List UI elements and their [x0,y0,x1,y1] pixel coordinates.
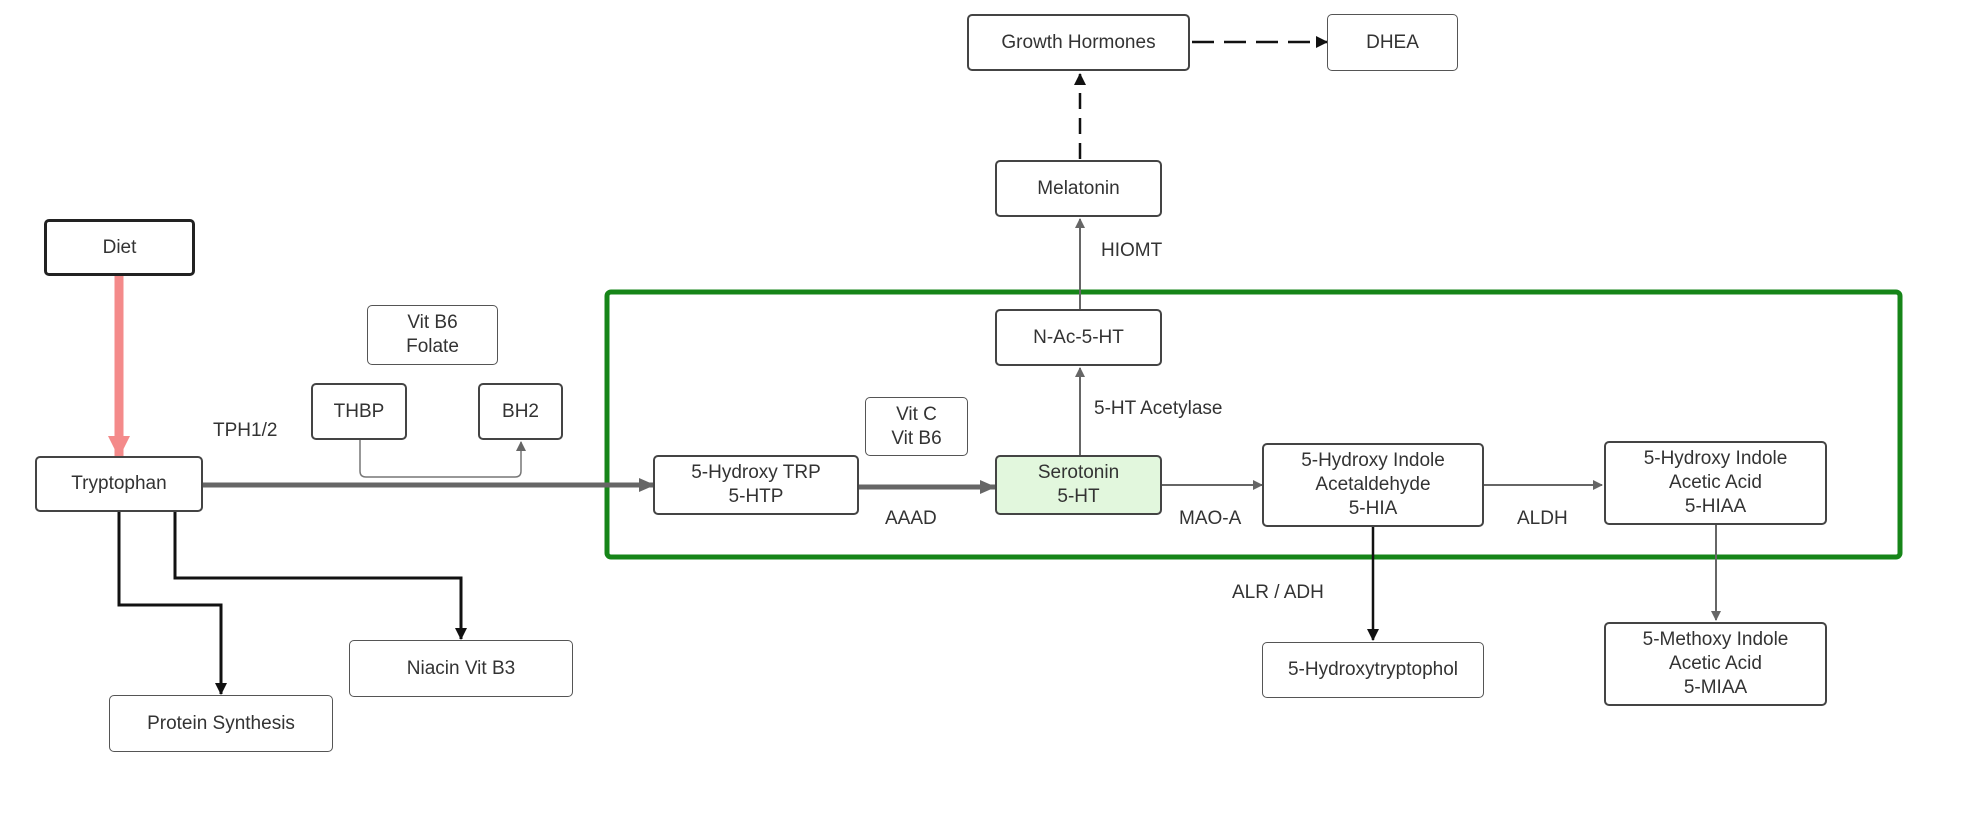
5-hydroxy-indole-label: 5-Hydroxy Indole [1301,450,1445,471]
bh2-label: BH2 [502,400,539,422]
tph-enzyme-label: TPH1/2 [213,420,278,441]
5-hydroxy-indole-label: 5-Hydroxy Indole [1643,448,1788,469]
vit-c-b6-node: Vit C Vit B6 [865,397,968,456]
diet-label: Diet [102,236,137,258]
serotonin-label: Serotonin [1037,462,1120,483]
growth-hormones-label: Growth Hormones [1001,31,1156,53]
dhea-label: DHEA [1366,31,1419,53]
aaad-enzyme-label: AAAD [885,508,937,529]
niacin-label: Niacin Vit B3 [406,657,516,679]
growth-hormones-node: Growth Hormones [967,14,1190,71]
diet-node: Diet [44,219,195,276]
bh2-node: BH2 [478,383,563,440]
vit-b6-label: Vit B6 [891,427,942,449]
5-ht-label: 5-HT [1057,486,1100,507]
tryptophan-label: Tryptophan [71,473,167,494]
acetylase-enzyme-label: 5-HT Acetylase [1094,398,1223,419]
melatonin-node: Melatonin [995,160,1162,217]
5-methoxy-indole-label: 5-Methoxy Indole [1642,629,1789,650]
hiomt-enzyme-label: HIOMT [1101,240,1163,261]
n-ac-5-ht-node: N-Ac-5-HT [995,309,1162,366]
5-hia-label: 5-HIA [1348,498,1398,519]
vit-b6-folate-node: Vit B6 Folate [367,305,498,365]
acetaldehyde-label: Acetaldehyde [1315,474,1431,495]
serotonin-node: Serotonin 5-HT [995,455,1162,515]
5-miaa-node: 5-Methoxy Indole Acetic Acid 5-MIAA [1604,622,1827,706]
5-hia-node: 5-Hydroxy Indole Acetaldehyde 5-HIA [1262,443,1484,527]
folate-label: Folate [406,336,459,357]
vit-c-label: Vit C [896,403,937,425]
thbp-label: THBP [333,400,385,422]
protein-synthesis-node: Protein Synthesis [109,695,333,752]
mao-a-enzyme-label: MAO-A [1179,508,1242,529]
tryptophan-to-niacin-arrow [173,512,467,640]
serotonin-metabolism-group [604,289,1903,560]
thbp-to-bh2-arrow [359,440,526,478]
alr-adh-enzyme-label: ALR / ADH [1232,582,1324,603]
acetic-acid-label: Acetic Acid [1669,653,1762,674]
5-hydroxytryptophol-node: 5-Hydroxytryptophol [1262,642,1484,698]
5-htp-label: 5-HTP [728,486,784,507]
dhea-node: DHEA [1327,14,1458,71]
n-ac-5-ht-label: N-Ac-5-HT [1033,326,1124,348]
5-miaa-label: 5-MIAA [1683,677,1748,698]
aldh-enzyme-label: ALDH [1517,508,1568,529]
vit-b6-label: Vit B6 [407,312,458,333]
5-hydroxy-trp-node: 5-Hydroxy TRP 5-HTP [653,455,859,515]
tryptophan-node: Tryptophan [35,456,203,512]
5-hydroxy-trp-label: 5-Hydroxy TRP [691,462,821,483]
niacin-node: Niacin Vit B3 [349,640,573,697]
tryptophan-to-protein-synthesis-arrow [117,512,227,695]
5-hiaa-label: 5-HIAA [1684,496,1747,517]
acetic-acid-label: Acetic Acid [1669,472,1762,493]
melatonin-label: Melatonin [1037,177,1120,199]
5-hydroxytryptophol-label: 5-Hydroxytryptophol [1287,659,1459,680]
thbp-node: THBP [311,383,407,440]
5-hiaa-node: 5-Hydroxy Indole Acetic Acid 5-HIAA [1604,441,1827,525]
protein-synthesis-label: Protein Synthesis [147,712,295,734]
